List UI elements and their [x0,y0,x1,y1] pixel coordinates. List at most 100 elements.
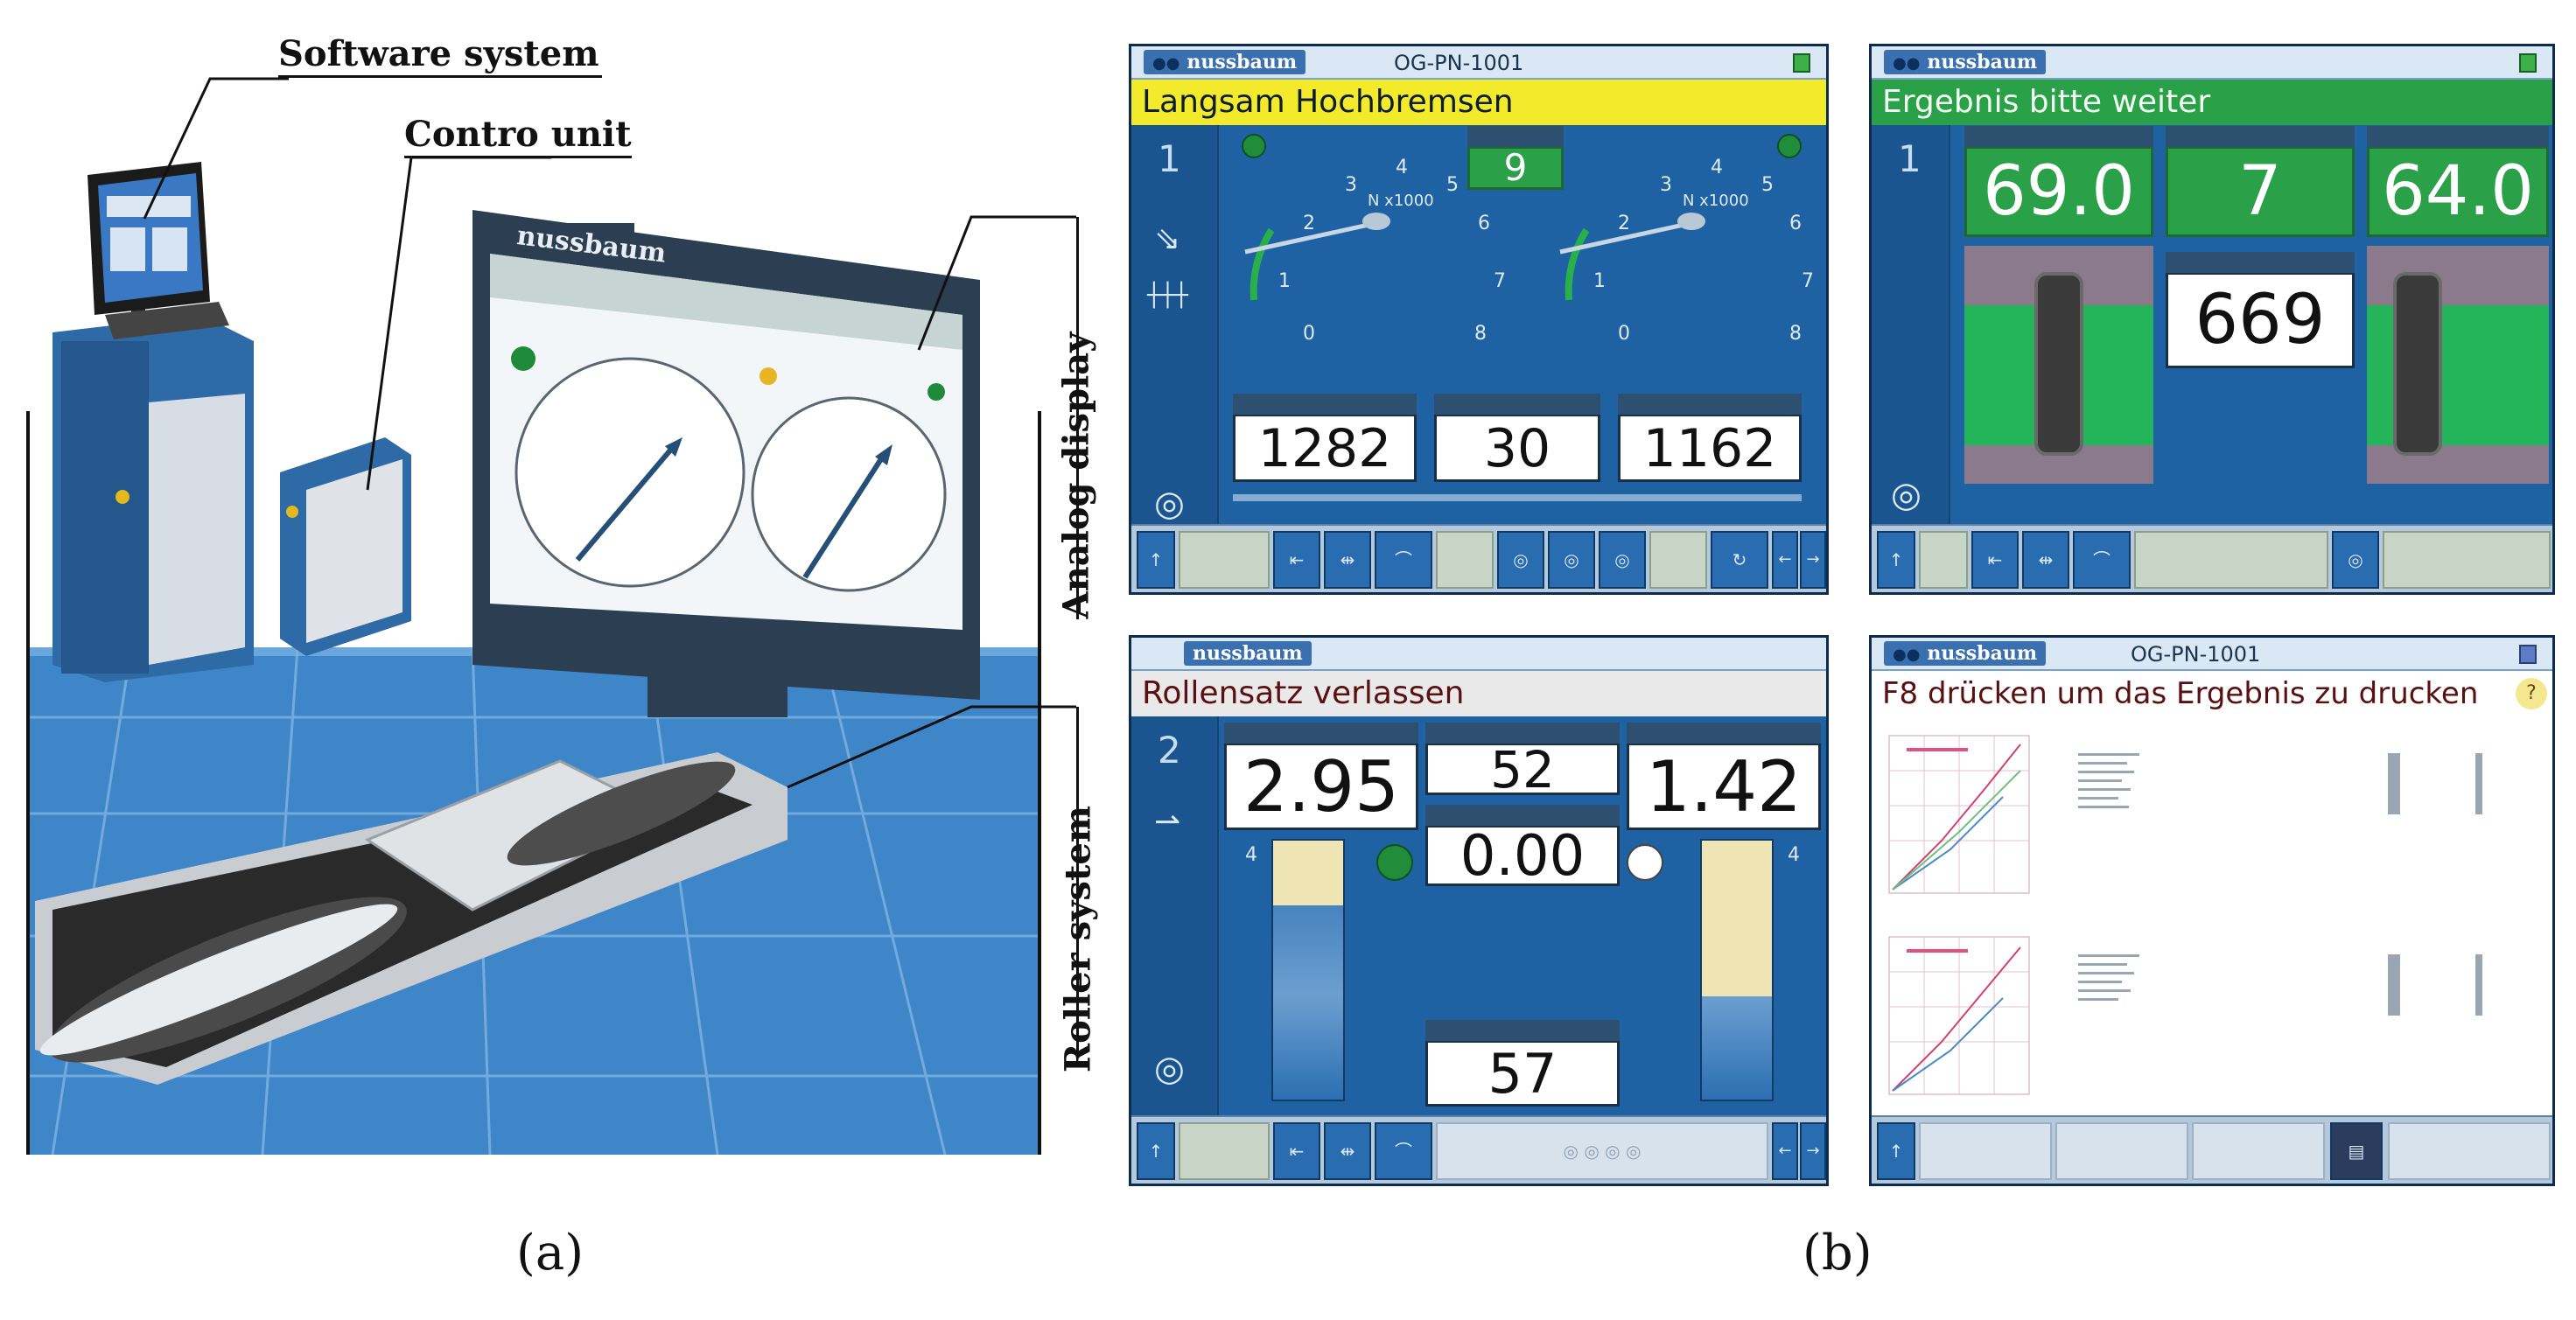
toolbar-wheel-button-2[interactable]: ◎ [1548,531,1595,589]
toolbar-button-2[interactable] [1919,531,1968,589]
gauge-left-tick-1: 1 [1278,270,1291,292]
toolbar-left-axle-button[interactable]: ⇤ [1273,531,1320,589]
screen-1-code: OG-PN-1001 [1394,51,1524,75]
difference-label [1467,126,1564,147]
test-bench-illustration: nussbaum [26,77,1076,1156]
label-roller-system-line [1076,707,1079,1057]
toolbar-both-axle-button[interactable]: ⇹ [1324,531,1371,589]
toolbar-up-button[interactable]: ↑ [1877,1122,1915,1180]
difference-value: 52 [1490,740,1555,800]
toolbar-up-button[interactable]: ↑ [1137,1122,1175,1180]
screen-2-result: ●●nussbaum Ergebnis bitte weiter 1 ◎ 69.… [1869,44,2555,595]
gauge-right-tick-2: 2 [1618,213,1630,234]
gauge-right-unit: N x1000 [1683,192,1749,210]
right-wheel-panel [2367,246,2549,484]
toolbar-button-2[interactable] [1179,531,1270,589]
screen-4-toolbar: ↑ ▤ [1872,1115,2552,1184]
screen-1-gauges [1244,213,1705,301]
screen-1-top-bar: ●●nussbaum OG-PN-1001 [1131,46,1826,80]
report-preview [1872,718,2552,1115]
toolbar-button-6[interactable] [2388,1122,2551,1180]
settings-icon[interactable]: ◎ [1154,1049,1185,1089]
screen-2-side-panel: 1 ◎ [1872,125,1950,524]
toolbar-button-2[interactable] [1179,1122,1270,1180]
toolbar-button-3[interactable] [2055,1122,2188,1180]
battery-icon [2519,53,2537,73]
toolbar-left-axle-button[interactable]: ⇤ [1971,531,2019,589]
gauge-left-tick-8: 8 [1474,323,1487,345]
progress-track [1233,494,1802,501]
toolbar-chart-button[interactable]: ⌒ [2073,531,2131,589]
label-control-unit: Contro unit [404,114,632,155]
toolbar-print-button[interactable]: ▤ [2330,1122,2383,1180]
toolbar-right-button[interactable]: → [1800,531,1826,589]
right-status-light [1627,844,1663,881]
toolbar-wheel-button-3[interactable]: ◎ [1599,531,1646,589]
software-cabinet [52,162,254,682]
gauge-left-tick-4: 4 [1396,157,1408,178]
toolbar-left-axle-button[interactable]: ⇤ [1273,1122,1320,1180]
toolbar-up-button[interactable]: ↑ [1877,531,1915,589]
toolbar-chart-button[interactable]: ⌒ [1375,531,1432,589]
toolbar-button-6[interactable] [1436,531,1494,589]
screen-3-body: 2 ⇀ ◎ 2.95 52 1.42 0.00 4 4 [1131,716,1826,1115]
toolbar-button-6[interactable] [2134,531,2328,589]
gauge-right-tick-7: 7 [1802,270,1814,292]
brake-force-left-value: 2.95 [1242,746,1400,828]
toolbar-button-2[interactable] [1919,1122,2052,1180]
toolbar-left-button[interactable]: ← [1772,1122,1798,1180]
screen-3-toolbar: ↑ ⇤ ⇹ ⌒ ◎ ◎ ◎ ◎ ← → [1131,1115,1826,1184]
screen-1-side-panel: 1 ⇘ ┼┼┼ ◎ [1131,125,1219,524]
toolbar-chart-button[interactable]: ⌒ [1375,1122,1432,1180]
screen-2-logo: ●●nussbaum [1884,50,2047,74]
left-wheel-panel [1964,246,2153,484]
toolbar-wheel-button[interactable]: ◎ [2332,531,2379,589]
difference-box: 52 [1425,723,1620,800]
toolbar-right-button[interactable]: → [1800,1122,1826,1180]
help-icon[interactable]: ? [2516,678,2547,709]
axle-number: 2 [1158,729,1181,772]
axle-number: 1 [1158,137,1181,180]
toolbar-both-axle-button[interactable]: ⇹ [1324,1122,1371,1180]
settings-icon[interactable]: ◎ [1154,484,1185,524]
left-brake-bar-fill [1273,841,1343,905]
ovality-right-box: 64.0 [2367,126,2549,237]
axle-number: 1 [1898,137,1922,180]
pedal-force-box: 0.00 [1425,805,1620,886]
screen-4-code: OG-PN-1001 [2131,642,2261,667]
gauge-right-tick-1: 1 [1593,270,1606,292]
report-charts [1888,735,2482,1095]
toolbar-up-button[interactable]: ↑ [1137,531,1175,589]
brake-pedal-icon: ⇘ [1154,221,1181,257]
toolbar-button-8[interactable] [2383,531,2551,589]
toolbar-left-button[interactable]: ← [1772,531,1798,589]
toolbar-wheel-button-1[interactable]: ◎ [1497,531,1544,589]
toolbar-button-4[interactable] [2192,1122,2325,1180]
screen-4-title: F8 drücken um das Ergebnis zu drucken [1872,671,2552,716]
battery-icon [2519,645,2537,664]
settings-icon[interactable]: ◎ [1891,475,1922,515]
right-status-light [1777,134,1802,158]
gauge-right-tick-0: 0 [1618,323,1630,345]
brake-force-right-value: 1.42 [1645,746,1802,828]
screen-1-braking: ●●nussbaum OG-PN-1001 Langsam Hochbremse… [1129,44,1829,595]
screen-3-side-panel: 2 ⇀ ◎ [1131,716,1219,1115]
screen-2-title: Ergebnis bitte weiter [1872,80,2552,125]
label-control-unit-underline [404,156,632,158]
toolbar-disabled-group: ◎ ◎ ◎ ◎ [1436,1122,1768,1180]
screen-1-toolbar: ↑ ⇤ ⇹ ⌒ ◎ ◎ ◎ ↻ ← → [1131,524,1826,592]
right-bar-scale: 4 [1788,844,1800,866]
right-brake-bar-fill [1702,841,1772,996]
toolbar-turn-button[interactable]: ↻ [1711,531,1768,589]
label-analog-display-line [1076,217,1079,619]
toolbar-button-10[interactable] [1649,531,1707,589]
ovality-left-box: 69.0 [1964,126,2153,237]
toolbar-both-axle-button[interactable]: ⇹ [2022,531,2069,589]
left-bar-scale: 4 [1245,844,1257,866]
difference-box: 7 [2166,126,2355,237]
axle-weight-value: 669 [2194,281,2326,360]
brake-force-left-box: 2.95 [1224,723,1418,830]
difference-value: 7 [2238,152,2282,231]
screen-3-title: Rollensatz verlassen [1131,671,1826,716]
left-wheel-icon [2034,272,2083,456]
